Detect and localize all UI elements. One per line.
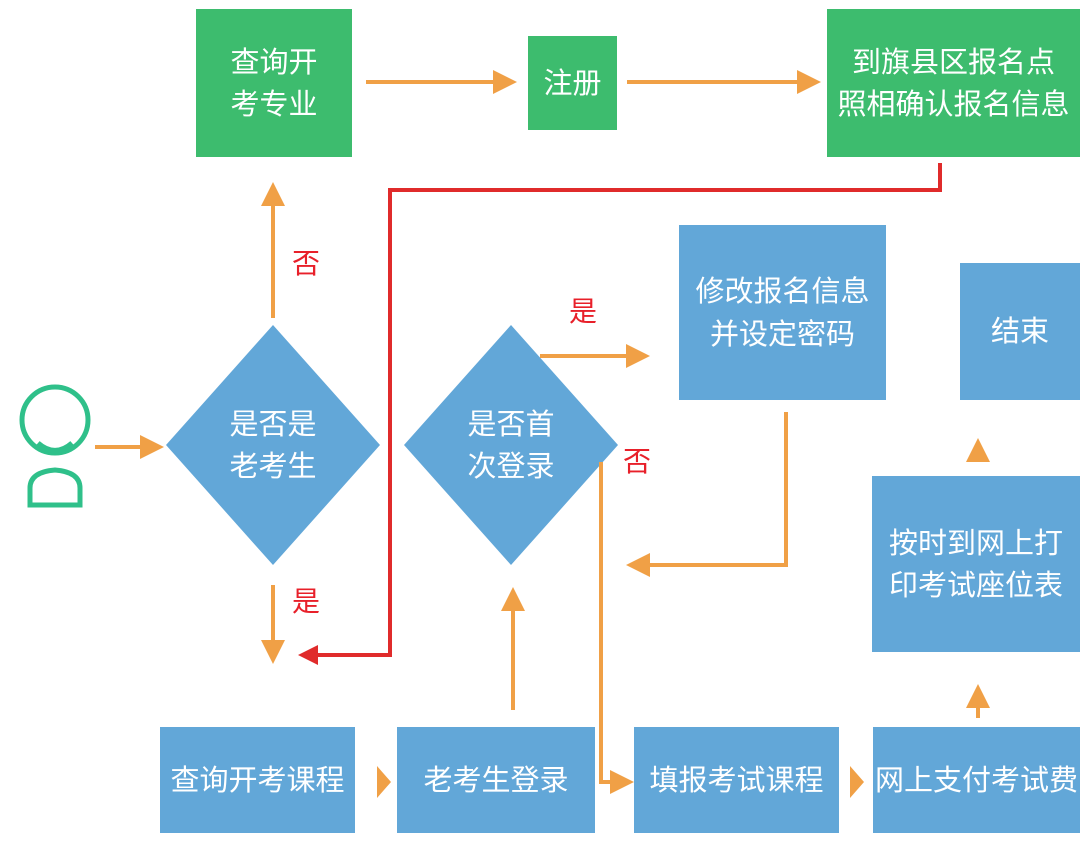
node-fill-course: 填报考试课程 bbox=[634, 727, 839, 833]
arrow-first-login-no bbox=[599, 462, 634, 794]
decision-text-first-login: 是否首 次登录 bbox=[467, 407, 555, 484]
chevron-2 bbox=[850, 766, 864, 798]
user-icon bbox=[19, 384, 91, 508]
node-end: 结束 bbox=[960, 263, 1080, 400]
node-print-seat: 按时到网上打 印考试座位表 bbox=[872, 476, 1080, 652]
label-no-1: 否 bbox=[292, 247, 321, 280]
label-yes-1: 是 bbox=[292, 585, 321, 618]
decision-diamond-old-student bbox=[166, 325, 380, 565]
node-register: 注册 bbox=[528, 36, 617, 130]
node-query-course: 查询开考课程 bbox=[160, 727, 355, 833]
label-yes-2: 是 bbox=[569, 295, 598, 328]
chevron-1 bbox=[377, 766, 391, 798]
arrow-confirm-return bbox=[298, 163, 942, 665]
node-old-login: 老考生登录 bbox=[397, 727, 595, 833]
node-pay-fee: 网上支付考试费 bbox=[873, 727, 1080, 833]
arrow-modify-back bbox=[626, 412, 788, 577]
label-no-2: 否 bbox=[623, 445, 652, 478]
decision-text-old-student: 是否是 老考生 bbox=[229, 407, 317, 484]
decision-diamond-first-login bbox=[404, 325, 618, 565]
node-query-major: 查询开 考专业 bbox=[196, 9, 352, 157]
node-confirm-info: 到旗县区报名点 照相确认报名信息 bbox=[827, 9, 1080, 157]
node-modify-info: 修改报名信息 并设定密码 bbox=[679, 225, 886, 400]
